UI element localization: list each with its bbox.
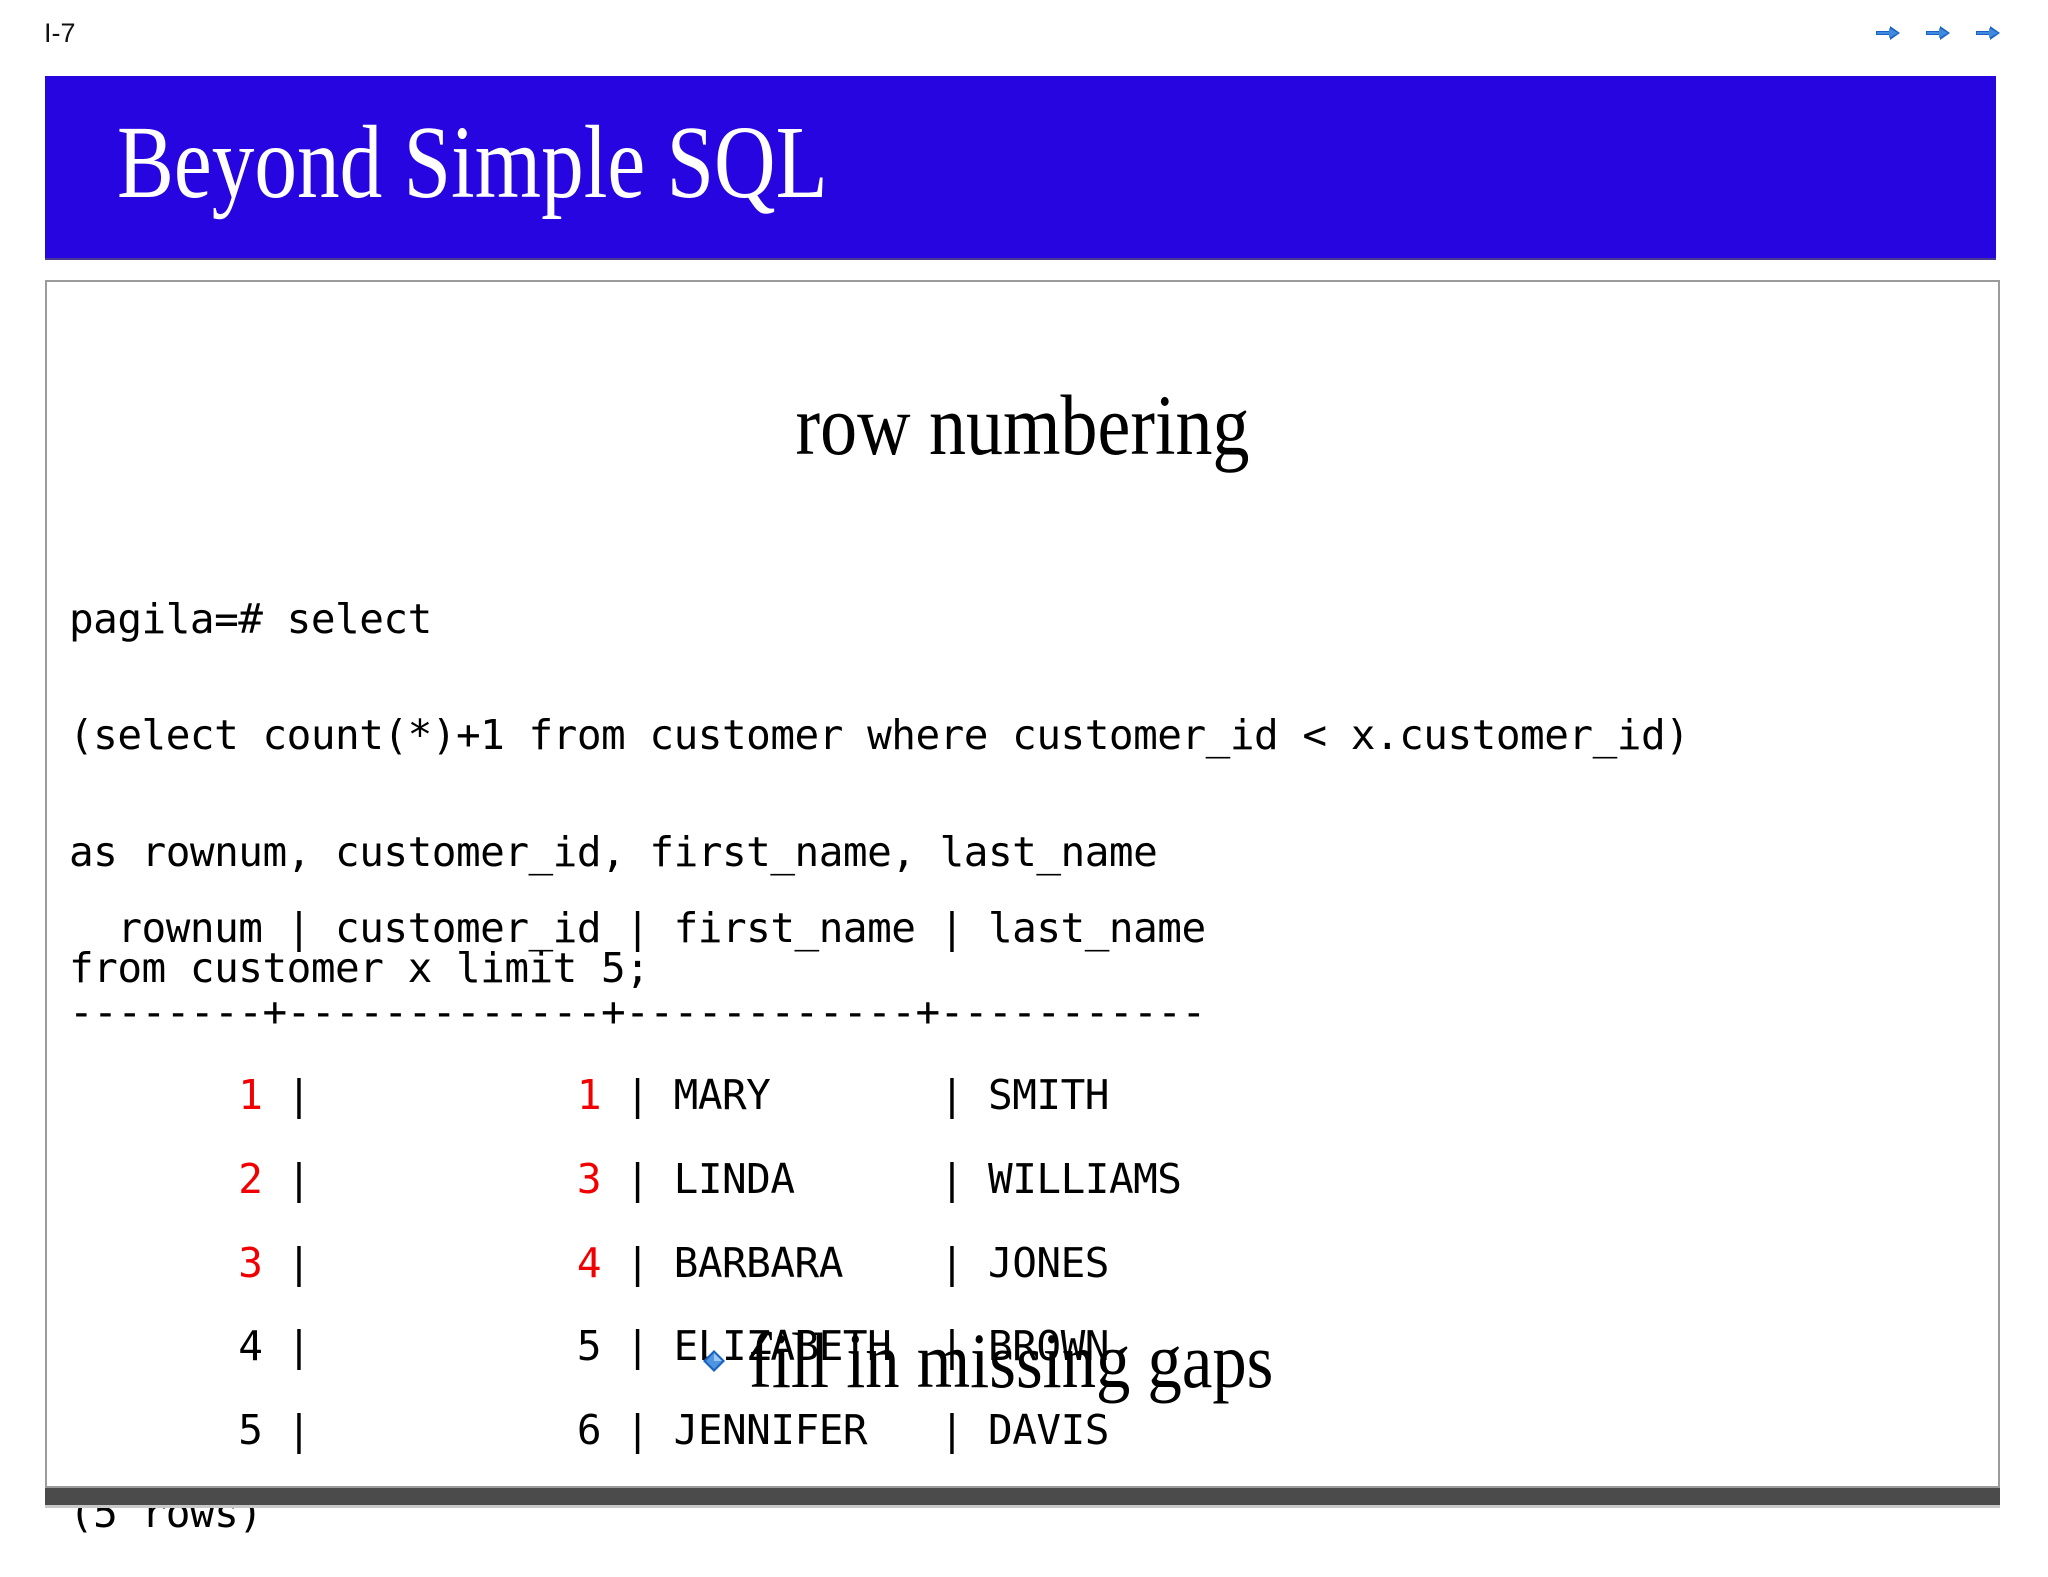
page-number: I-7 [44,18,76,48]
highlighted-value: 3 [238,1238,263,1287]
sql-query-line: from customer x limit 5; [69,944,650,993]
sql-query-line: (select count(*)+1 from customer where c… [69,711,1690,760]
highlighted-value: 1 [238,1071,263,1120]
highlighted-value: 3 [576,1154,602,1203]
bullet-item: fill in missing gaps [47,1322,1998,1400]
bullet-label: fill in missing gaps [748,1317,1273,1404]
title-banner: Beyond Simple SQL [45,76,1996,260]
section-heading: row numbering [795,377,1250,473]
query-result-table: rownum | customer_id | first_name | last… [69,904,1230,1577]
result-data-row: 5 | 6 | JENNIFER | DAVIS [238,1405,1109,1454]
slide-content-frame: row numbering pagila=# select (select co… [45,280,2000,1534]
highlighted-value: 2 [238,1154,263,1203]
diamond-bullet-icon [701,1348,727,1374]
sql-query-line: pagila=# select [69,595,432,643]
result-data-row: 1 | 1 | MARY | SMITH [238,1071,1109,1120]
sql-query-block: pagila=# select (select count(*)+1 from … [69,590,1690,998]
result-separator: --------+-------------+------------+----… [69,987,1206,1036]
arrow-right-icon[interactable] [1924,22,1952,44]
result-data-row: 3 | 4 | BARBARA | JONES [238,1238,1109,1287]
bottom-bar [45,1488,2000,1508]
arrow-right-icon[interactable] [1874,22,1902,44]
sql-query-line: as rownum, customer_id, first_name, last… [69,827,1158,876]
result-data-row: 2 | 3 | LINDA | WILLIAMS [238,1154,1182,1203]
highlighted-value: 1 [576,1071,602,1120]
slide-title: Beyond Simple SQL [117,105,828,220]
top-nav-arrows [1874,22,2002,44]
result-data-row: 4 | 5 | ELIZABETH | BROWN [238,1322,1109,1371]
result-header-row: rownum | customer_id | first_name | last… [69,904,1230,952]
arrow-right-icon[interactable] [1974,22,2002,44]
highlighted-value: 4 [576,1238,602,1287]
